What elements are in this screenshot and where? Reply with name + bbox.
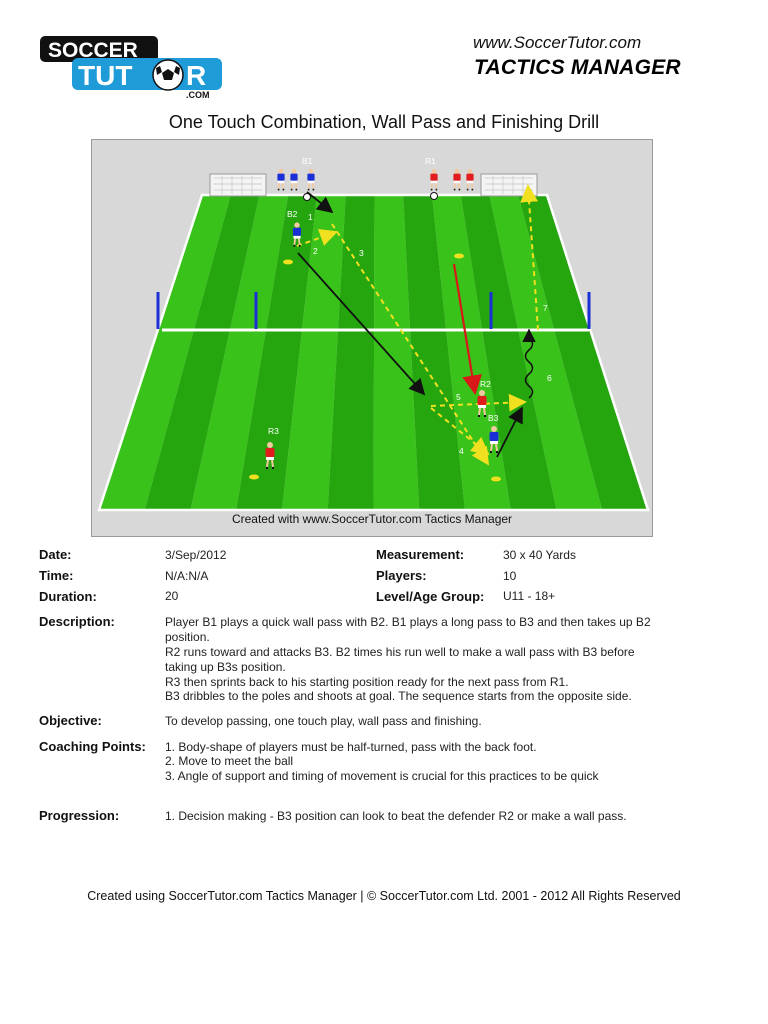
duration-value: 20 [165, 589, 179, 603]
description-line: R2 runs toward and attacks B3. B2 times … [165, 645, 635, 659]
move-number-4: 4 [459, 446, 464, 456]
progression-label: Progression: [39, 808, 120, 823]
player-label-b1: B1 [302, 156, 313, 166]
blue-player-icon [489, 426, 499, 453]
date-value: 3/Sep/2012 [165, 548, 227, 562]
soccer-ball-icon [430, 192, 438, 200]
player-label-r1: R1 [425, 156, 436, 166]
level-value: U11 - 18+ [503, 589, 556, 603]
site-url: www.SoccerTutor.com [473, 33, 642, 52]
measurement-label: Measurement: [376, 547, 465, 562]
run-line-b2 [297, 252, 426, 396]
logo-suffix: .COM [186, 90, 210, 100]
dribble-line-6 [522, 328, 536, 399]
soccer-ball-icon [152, 59, 184, 91]
cone-icon [249, 474, 259, 480]
pass-line-4 [430, 407, 490, 456]
diagram-caption: Created with www.SoccerTutor.com Tactics… [231, 512, 513, 526]
time-label: Time: [39, 568, 74, 583]
logo-word-r: R [186, 60, 206, 91]
objective-text: To develop passing, one touch play, wall… [165, 714, 482, 728]
goal-left-icon [209, 173, 267, 197]
level-label: Level/Age Group: [376, 589, 485, 604]
pitch-stripe [236, 195, 317, 510]
pitch-stripe [190, 195, 289, 510]
product-name: TACTICS MANAGER [474, 56, 681, 79]
red-player-icon [477, 390, 487, 417]
move-number-5: 5 [456, 392, 461, 402]
duration-label: Duration: [39, 589, 97, 604]
soccer-ball-icon [303, 193, 311, 201]
pitch-stripe [327, 195, 375, 510]
description-line: Player B1 plays a quick wall pass with B… [165, 615, 651, 629]
players-layer [265, 168, 499, 469]
pitch-stripe [489, 195, 603, 510]
page-title: One Touch Combination, Wall Pass and Fin… [168, 112, 600, 132]
progression-text: 1. Decision making - B3 position can loo… [165, 809, 627, 823]
description-line: R3 then sprints back to his starting pos… [165, 675, 569, 689]
player-label-r2: R2 [480, 379, 491, 389]
objective-label: Objective: [39, 713, 102, 728]
cone-icon [454, 253, 464, 259]
move-number-7: 7 [543, 303, 548, 313]
shot-line-7 [520, 184, 539, 331]
drill-diagram: B1 B2 B3 R1 R2 R3 1 2 3 4 5 6 7 Created … [91, 139, 653, 537]
description-line: B3 dribbles to the poles and shoots at g… [165, 689, 632, 703]
description-line: taking up B3s position. [165, 660, 286, 674]
cone-icon [491, 476, 501, 482]
pitch-stripes [99, 195, 648, 510]
red-player-icon [466, 168, 474, 191]
players-value: 10 [503, 569, 517, 583]
blue-player-icon [307, 168, 315, 191]
run-line-b3 [496, 406, 523, 458]
date-label: Date: [39, 547, 72, 562]
logo-word-soccer: SOCCER [48, 39, 138, 62]
measurement-value: 30 x 40 Yards [503, 548, 576, 562]
move-number-3: 3 [359, 248, 364, 258]
pitch-stripe [403, 195, 465, 510]
pitch-svg: B1 B2 B3 R1 R2 R3 1 2 3 4 5 6 7 [97, 156, 650, 512]
pass-line-3 [331, 223, 490, 466]
red-player-icon [430, 168, 438, 191]
blue-player-icon [277, 168, 285, 191]
time-value: N/A:N/A [165, 569, 209, 583]
move-number-2: 2 [313, 246, 318, 256]
pass-line-2 [296, 228, 338, 247]
coaching-point: 2. Move to meet the ball [165, 754, 294, 768]
soccer-tutor-logo: SOCCER TUT R .COM [40, 36, 222, 100]
logo-word-tutor: TUT [78, 60, 132, 91]
pass-line-1 [306, 191, 334, 214]
move-number-1: 1 [308, 212, 313, 222]
pitch-stripe [373, 195, 420, 510]
player-label-b3: B3 [488, 413, 499, 423]
blue-player-icon [290, 168, 298, 191]
description-label: Description: [39, 614, 115, 629]
pitch-stripe [282, 195, 346, 510]
pitch-stripe [518, 195, 648, 510]
coaching-point: 1. Body-shape of players must be half-tu… [165, 740, 537, 754]
player-label-b2: B2 [287, 209, 298, 219]
cone-icon [283, 259, 293, 265]
pitch-stripe [99, 195, 231, 510]
coaching-points-label: Coaching Points: [39, 739, 146, 754]
player-label-r3: R3 [268, 426, 279, 436]
run-line-r2 [452, 263, 482, 396]
players-label: Players: [376, 568, 427, 583]
description-line: position. [165, 630, 210, 644]
pitch-stripe [144, 195, 260, 510]
move-number-6: 6 [547, 373, 552, 383]
pitch-stripe [432, 195, 511, 510]
pitch-stripe [460, 195, 557, 510]
red-player-icon [453, 168, 461, 191]
coaching-point: 3. Angle of support and timing of moveme… [165, 769, 599, 783]
footer-copyright: Created using SoccerTutor.com Tactics Ma… [87, 889, 681, 903]
red-player-icon [265, 442, 275, 469]
blue-player-icon [292, 222, 302, 247]
